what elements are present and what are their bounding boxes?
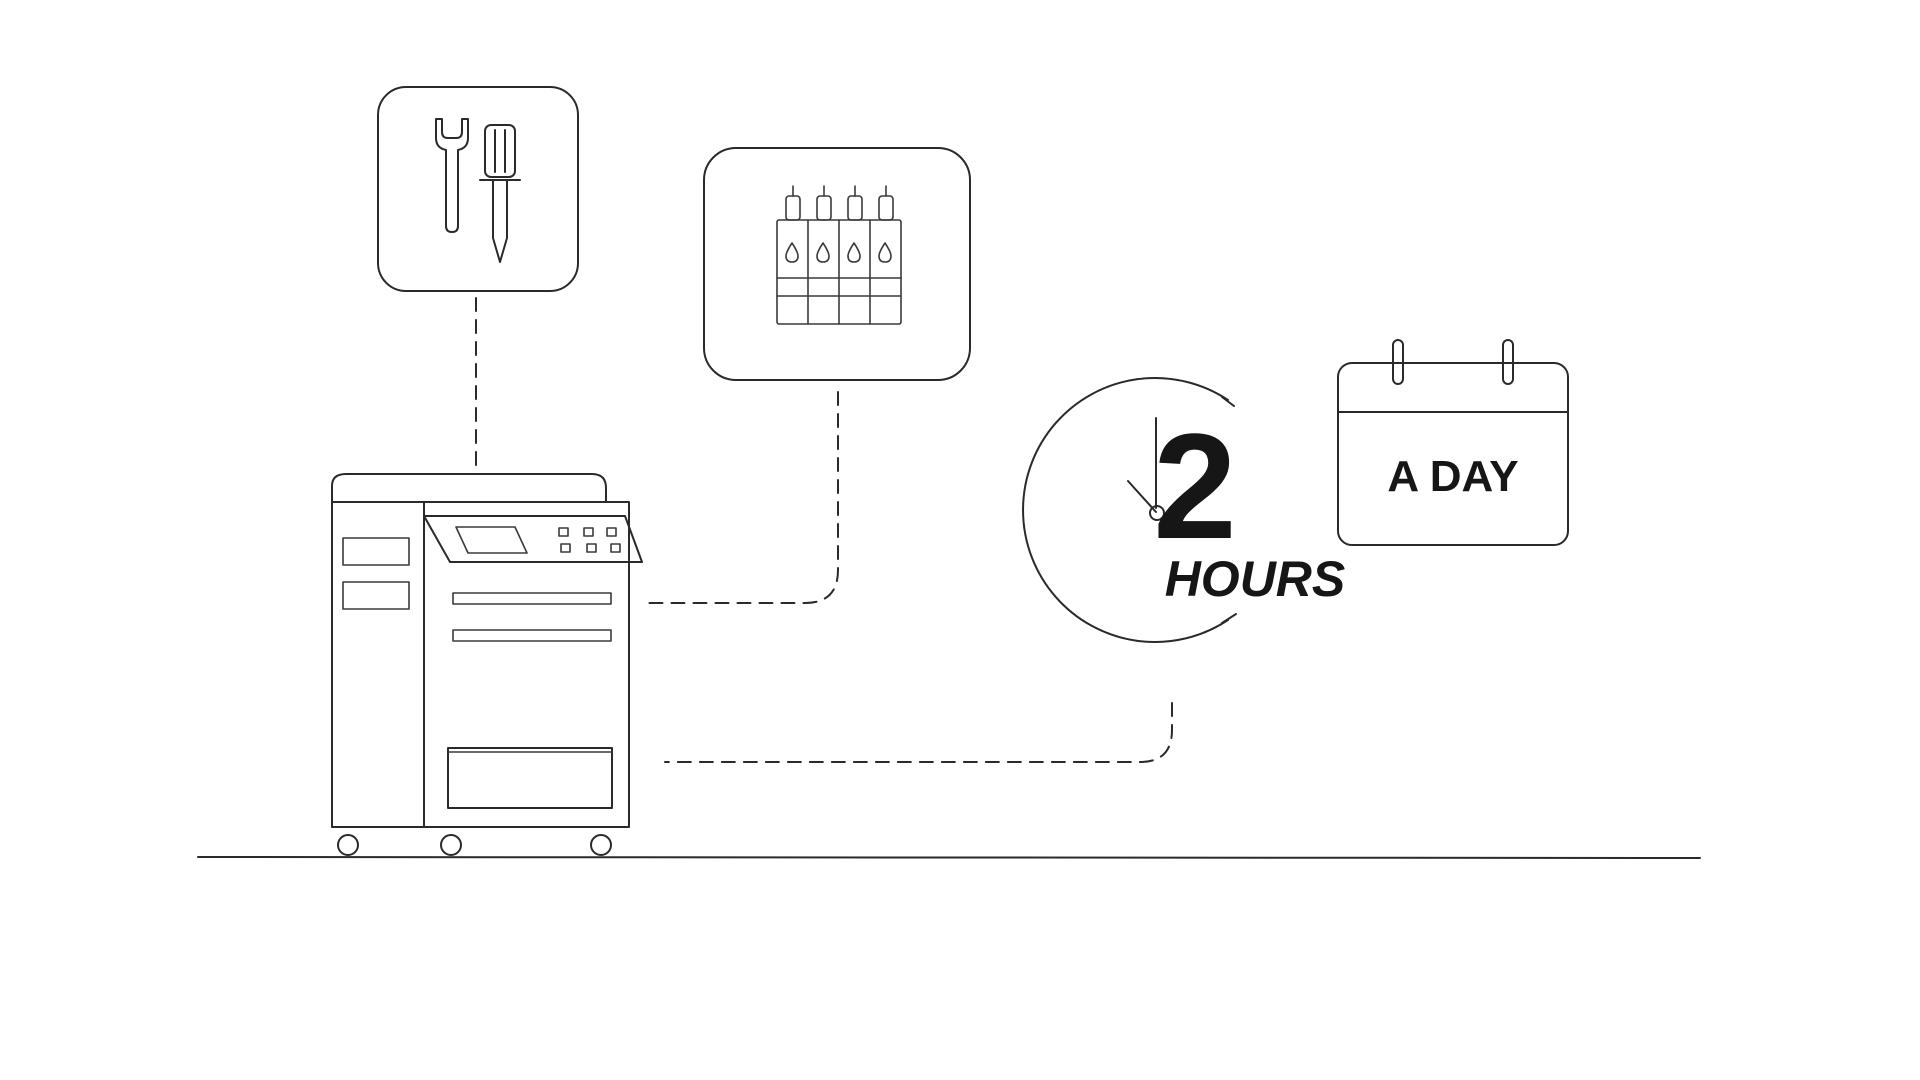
clock-number: 2 [1153, 402, 1236, 570]
tools-icon [377, 86, 579, 292]
ink-cartridges-icon [703, 147, 971, 381]
calendar-label: A DAY [1387, 452, 1518, 501]
clock-unit-label: HOURS [1165, 551, 1346, 607]
calendar-icon: A DAY [1337, 339, 1569, 546]
printer-copier-icon [331, 473, 643, 856]
ground-line [197, 856, 1701, 859]
clock-icon: 2 HOURS [1022, 377, 1346, 643]
connector-clock [664, 702, 1173, 763]
connector-ink [644, 391, 839, 604]
